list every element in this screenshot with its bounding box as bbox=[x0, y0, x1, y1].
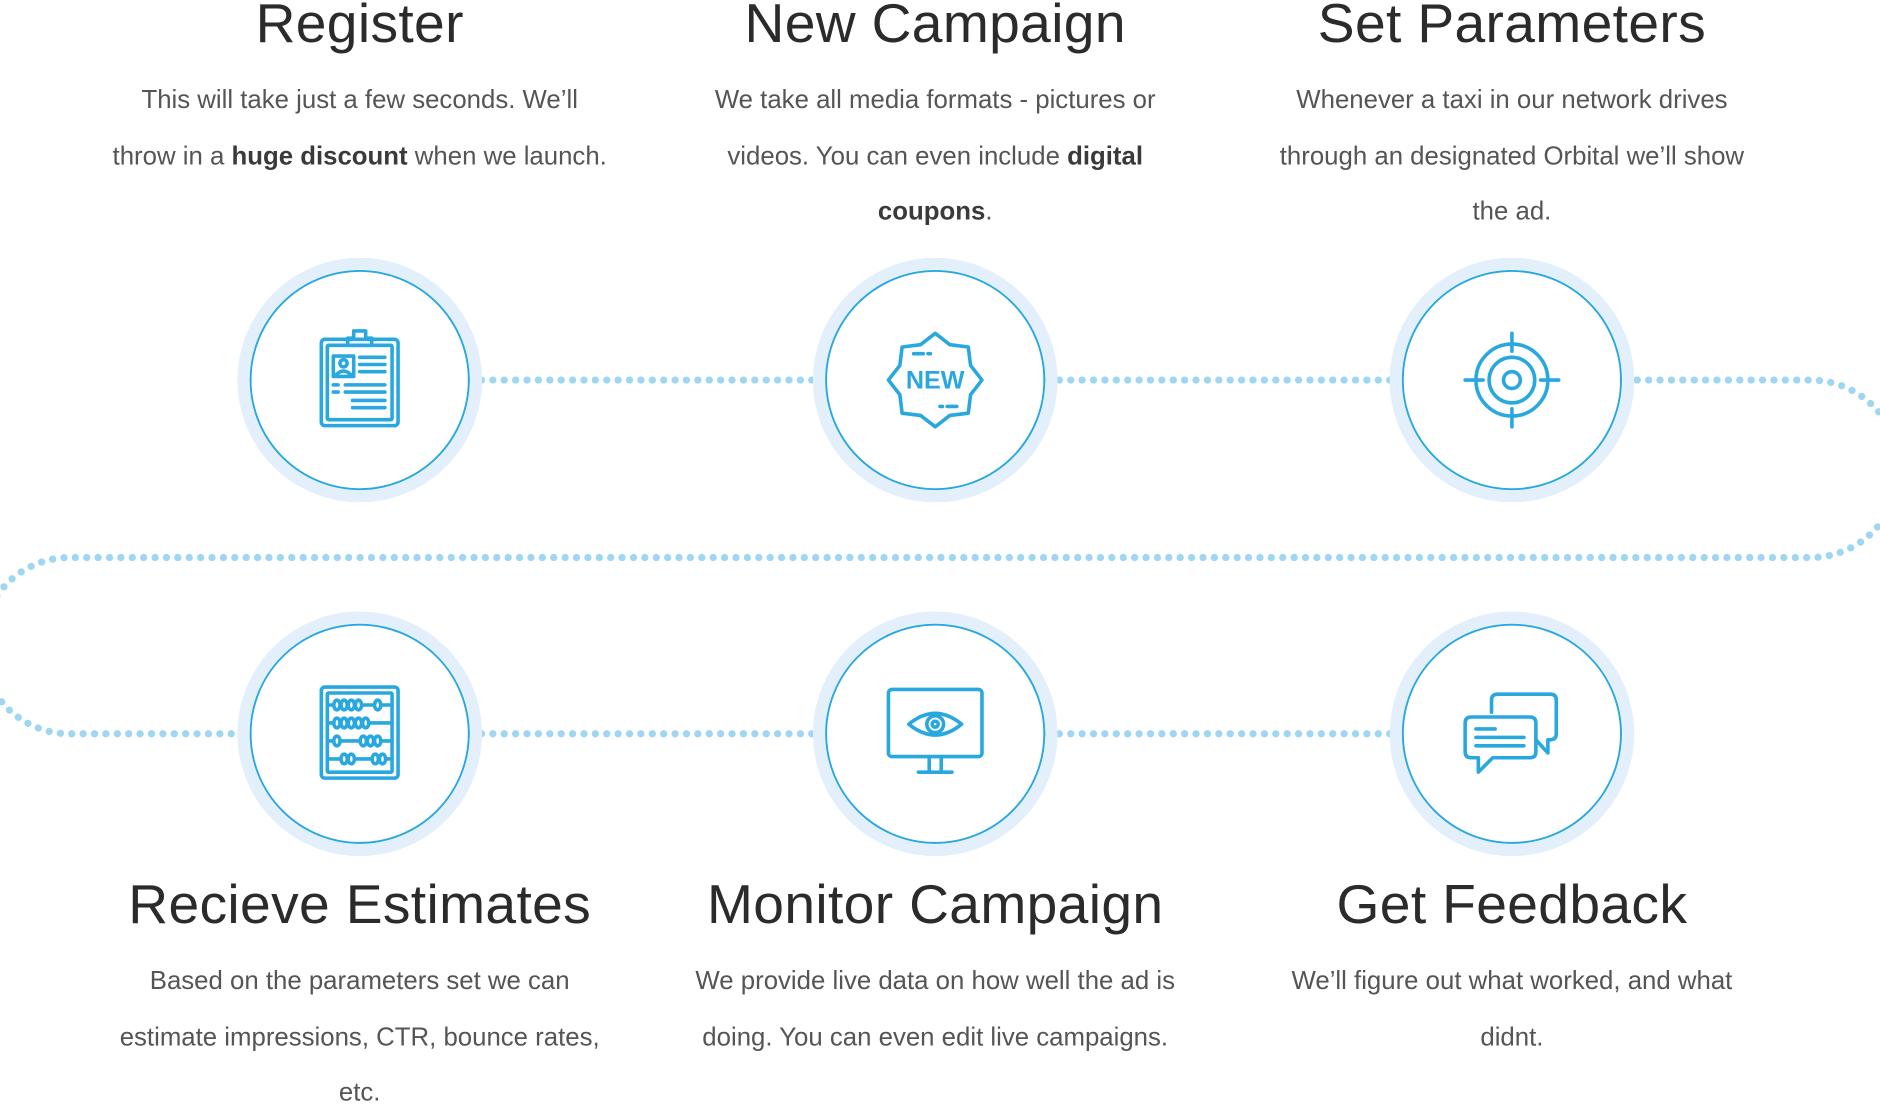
step-title: Monitor Campaign bbox=[707, 872, 1164, 936]
step-description: We’ll figure out what worked, and what d… bbox=[1291, 966, 1733, 1051]
clipboard-id-icon bbox=[237, 257, 482, 503]
step-icon-circle bbox=[812, 611, 1058, 857]
step-title: Get Feedback bbox=[1336, 872, 1688, 936]
chat-bubbles-icon bbox=[1389, 611, 1635, 857]
step-icon-circle bbox=[1389, 611, 1635, 857]
step-icon-circle bbox=[237, 257, 482, 503]
highlight-text: huge discount bbox=[231, 140, 408, 170]
step-icon-circle bbox=[1389, 257, 1635, 503]
step-description: This will take just a few seconds. We’ll… bbox=[112, 85, 607, 170]
step-title: New Campaign bbox=[744, 0, 1126, 54]
highlight-text: digital coupons bbox=[877, 140, 1144, 226]
step-title: Register bbox=[255, 0, 464, 54]
step-description: Based on the parameters set we can estim… bbox=[119, 966, 600, 1107]
step-title: Set Parameters bbox=[1317, 0, 1707, 54]
step-title: Recieve Estimates bbox=[128, 872, 592, 936]
new-badge-text: NEW bbox=[906, 366, 965, 394]
new-badge-icon: NEW bbox=[812, 257, 1058, 503]
step-icon-circle: NEW bbox=[812, 257, 1058, 503]
step-icon-circle bbox=[237, 611, 482, 857]
step-description: We take all media formats - pictures or … bbox=[714, 85, 1156, 226]
monitor-eye-icon bbox=[812, 611, 1058, 857]
target-icon bbox=[1389, 257, 1635, 503]
step-description: Whenever a taxi in our network drives th… bbox=[1279, 85, 1745, 226]
step-description: We provide live data on how well the ad … bbox=[695, 966, 1175, 1051]
abacus-icon bbox=[237, 611, 482, 857]
